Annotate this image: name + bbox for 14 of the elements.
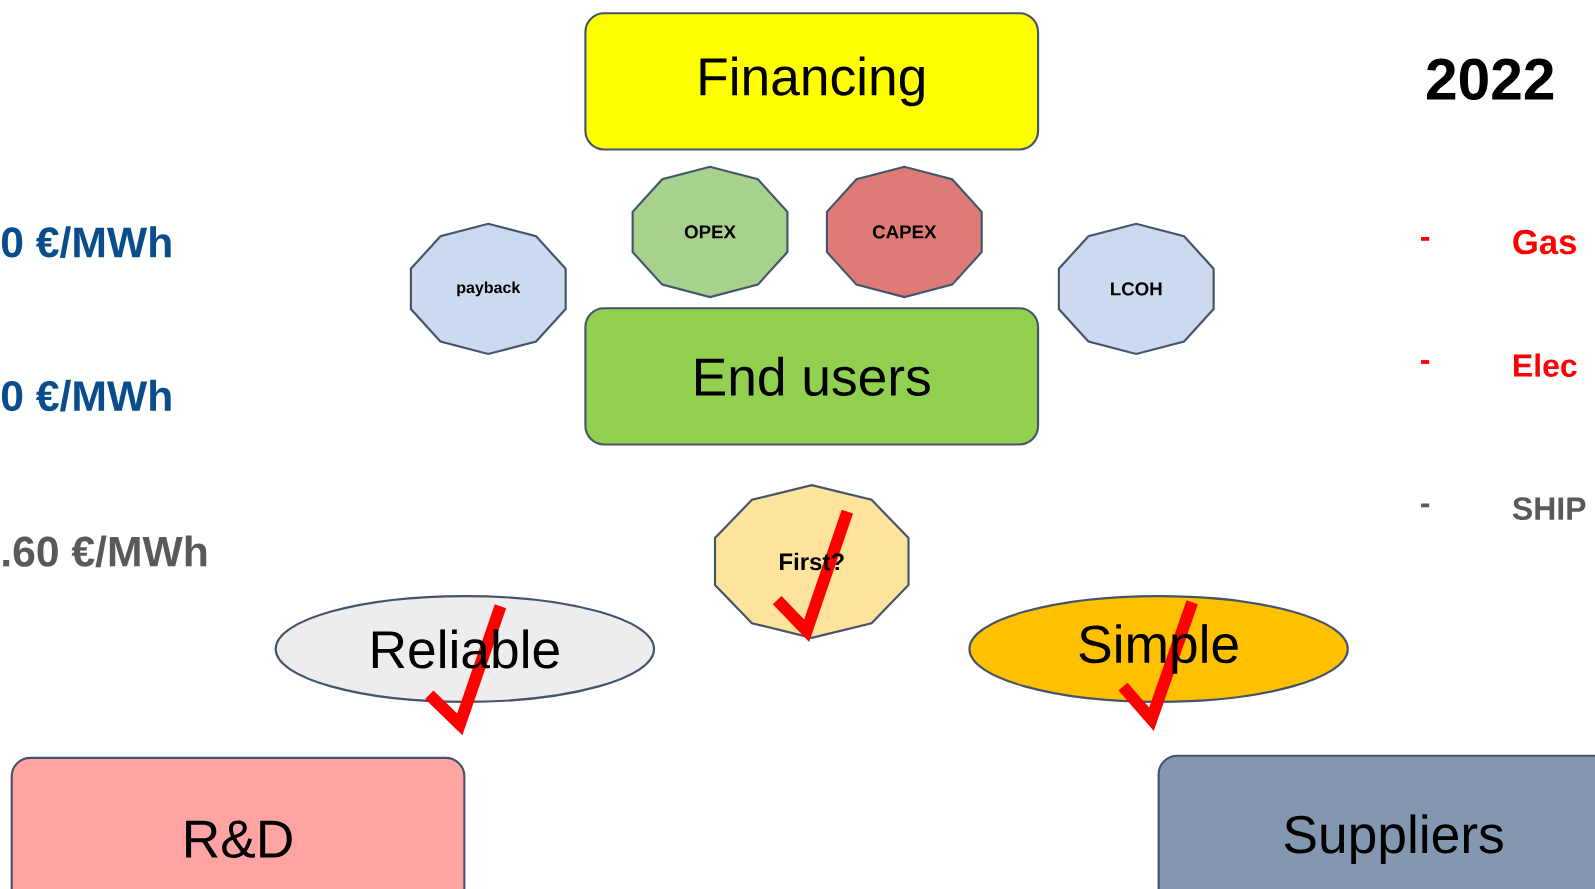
label-text: .60 €/MWh [3,535,207,568]
group-box: R&D [10,756,466,889]
label-text: SHIP [1512,497,1586,520]
group-box: Suppliers [1157,754,1595,889]
label-text: Elec [1514,353,1577,377]
year-heading: 2022 [1427,58,1554,101]
group-box: End users [584,307,1040,446]
bullet-dash: - [1421,237,1430,241]
bullet-dash: - [1421,503,1430,508]
label-text: Gas [1513,229,1576,255]
heading-box: Financing [584,12,1040,151]
label-text: 0 €/MWh [1,226,171,258]
bullet-dash: - [1421,360,1430,364]
label-text: 0 €/MWh [1,379,171,412]
